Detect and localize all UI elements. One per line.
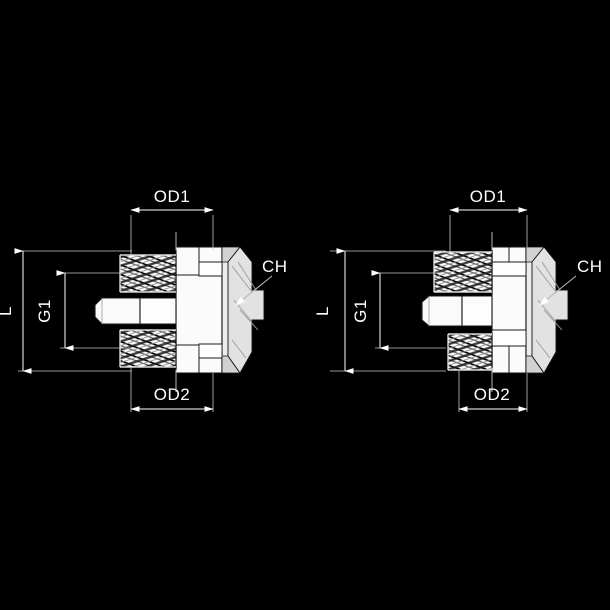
left-od1-dimension: OD1 (130, 187, 214, 255)
left-hex-extension (139, 297, 177, 325)
left-od1-label: OD1 (154, 187, 190, 206)
right-lower-thread-hatch2 (448, 334, 492, 370)
right-step-bottom (491, 329, 527, 347)
right-lower-thread (447, 333, 493, 371)
left-length-label: L (0, 306, 15, 316)
right-od2-dimension: OD2 (458, 370, 528, 412)
left-lower-thread (119, 329, 177, 368)
right-flange-face (531, 246, 569, 374)
right-length-label: L (313, 306, 332, 316)
left-thread-size-dimension: G1 (35, 270, 130, 351)
right-length-dimension: L (313, 248, 446, 374)
left-ch-leader-line (235, 275, 273, 306)
left-length-dimension: L (0, 248, 132, 374)
left-flange-face (227, 246, 265, 374)
right-ch-leader-line (539, 275, 577, 306)
right-upper-thread-hatch2 (434, 252, 492, 292)
left-fitting-view: OD1 OD2 L G1 CH (0, 187, 288, 412)
right-od1-dimension: OD1 (449, 187, 528, 252)
right-hex-profile (421, 295, 463, 327)
left-upper-thread-hatch2 (120, 255, 176, 292)
right-step-top (491, 261, 527, 277)
left-od2-dimension: OD2 (130, 367, 214, 412)
left-ch-label: CH (262, 257, 288, 276)
left-step-bottom (198, 343, 223, 359)
right-hex-nut (421, 295, 493, 327)
right-thread-size-label: G1 (351, 299, 370, 323)
right-ch-callout: CH (539, 257, 603, 306)
right-upper-thread (433, 251, 493, 293)
left-body-group (175, 246, 265, 374)
left-thread-size-label: G1 (35, 299, 54, 323)
right-ch-label: CH (577, 257, 603, 276)
left-od2-label: OD2 (154, 385, 190, 404)
right-od1-label: OD1 (470, 187, 506, 206)
left-upper-thread (119, 254, 177, 293)
left-hex-nut (94, 297, 177, 325)
left-ch-callout: CH (235, 257, 288, 306)
right-fitting-view: OD1 OD2 L G1 CH (313, 187, 603, 412)
right-hex-extension (461, 295, 493, 327)
right-thread-size-dimension: G1 (351, 270, 446, 351)
left-lower-thread-hatch2 (120, 330, 176, 367)
right-od2-label: OD2 (474, 385, 510, 404)
right-body-group (491, 246, 569, 374)
left-step-top (198, 261, 223, 277)
